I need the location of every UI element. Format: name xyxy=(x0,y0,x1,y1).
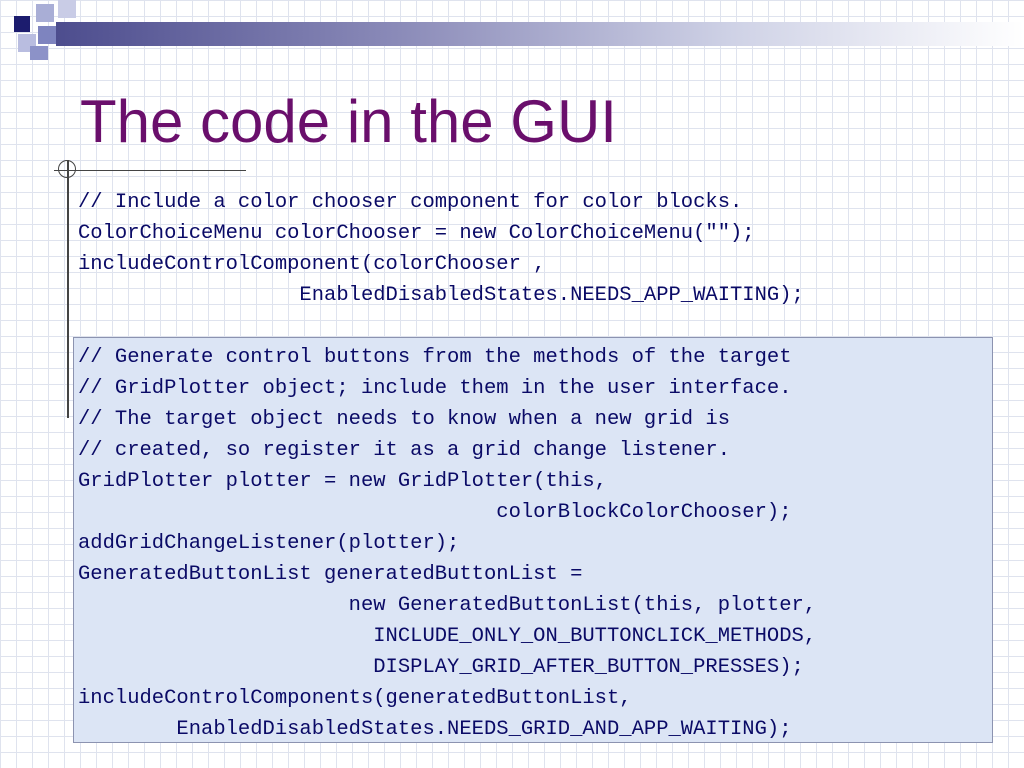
bullet-circle-icon xyxy=(58,160,76,178)
slide-title: The code in the GUI xyxy=(80,88,617,155)
bullet-guide-line xyxy=(67,160,69,418)
code-line: // The target object needs to know when … xyxy=(78,408,731,431)
decorative-square xyxy=(30,46,48,60)
code-line: // created, so register it as a grid cha… xyxy=(78,439,731,462)
code-line: INCLUDE_ONLY_ON_BUTTONCLICK_METHODS, xyxy=(78,625,817,648)
code-snippet-color-chooser: // Include a color chooser component for… xyxy=(78,187,804,311)
code-line: includeControlComponent(colorChooser , xyxy=(78,253,546,276)
decorative-square xyxy=(36,4,54,22)
code-line: GeneratedButtonList generatedButtonList … xyxy=(78,563,583,586)
decorative-square xyxy=(58,0,76,18)
code-box-generated-buttons: // Generate control buttons from the met… xyxy=(73,337,993,743)
code-line: ColorChoiceMenu colorChooser = new Color… xyxy=(78,222,755,245)
decorative-square xyxy=(38,26,56,44)
code-line: GridPlotter plotter = new GridPlotter(th… xyxy=(78,470,607,493)
title-underline xyxy=(54,170,246,171)
decorative-square xyxy=(14,16,30,32)
code-line: new GeneratedButtonList(this, plotter, xyxy=(78,594,817,617)
code-line: DISPLAY_GRID_AFTER_BUTTON_PRESSES); xyxy=(78,656,804,679)
code-line: EnabledDisabledStates.NEEDS_APP_WAITING)… xyxy=(78,284,804,307)
header-gradient-bar xyxy=(56,22,1024,46)
code-snippet-generated-buttons: // Generate control buttons from the met… xyxy=(78,342,816,745)
code-line: EnabledDisabledStates.NEEDS_GRID_AND_APP… xyxy=(78,718,792,741)
code-line: colorBlockColorChooser); xyxy=(78,501,792,524)
slide-header-decoration xyxy=(0,0,1024,60)
code-line: // Include a color chooser component for… xyxy=(78,191,743,214)
code-line: includeControlComponents(generatedButton… xyxy=(78,687,632,710)
code-line: // GridPlotter object; include them in t… xyxy=(78,377,792,400)
code-line: addGridChangeListener(plotter); xyxy=(78,532,460,555)
code-line: // Generate control buttons from the met… xyxy=(78,346,792,369)
